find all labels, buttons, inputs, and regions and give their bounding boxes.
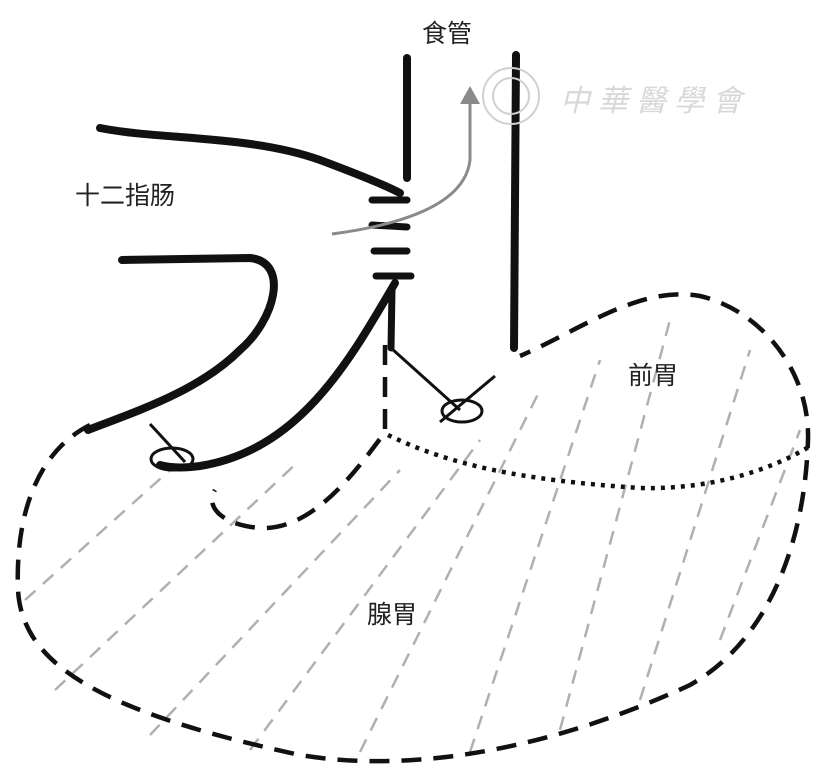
duodenum-curve <box>156 279 399 472</box>
ligature-right <box>389 346 496 424</box>
stomach-outline <box>15 292 811 764</box>
label-forestomach: 前胃 <box>628 361 679 390</box>
esophagus-right-wall <box>510 51 520 352</box>
hatch-lines <box>24 319 802 753</box>
anastomosis-sutures <box>368 196 415 280</box>
arrow-head-icon <box>460 86 480 104</box>
stomach-connector <box>387 286 396 352</box>
stomach-inner-notch <box>209 345 388 531</box>
watermark: 中華醫學會 <box>560 84 750 119</box>
duodenum-lower-wall <box>84 253 278 434</box>
label-duodenum: 十二指肠 <box>75 181 176 210</box>
label-glandular-stomach: 腺胃 <box>367 600 418 629</box>
ligature-left <box>148 422 195 472</box>
duodenum-upper-wall <box>96 124 404 197</box>
watermark-seal-icon <box>482 67 540 125</box>
limiting-ridge <box>387 432 814 491</box>
label-esophagus: 食管 <box>422 19 473 48</box>
flow-arrow <box>331 100 472 236</box>
